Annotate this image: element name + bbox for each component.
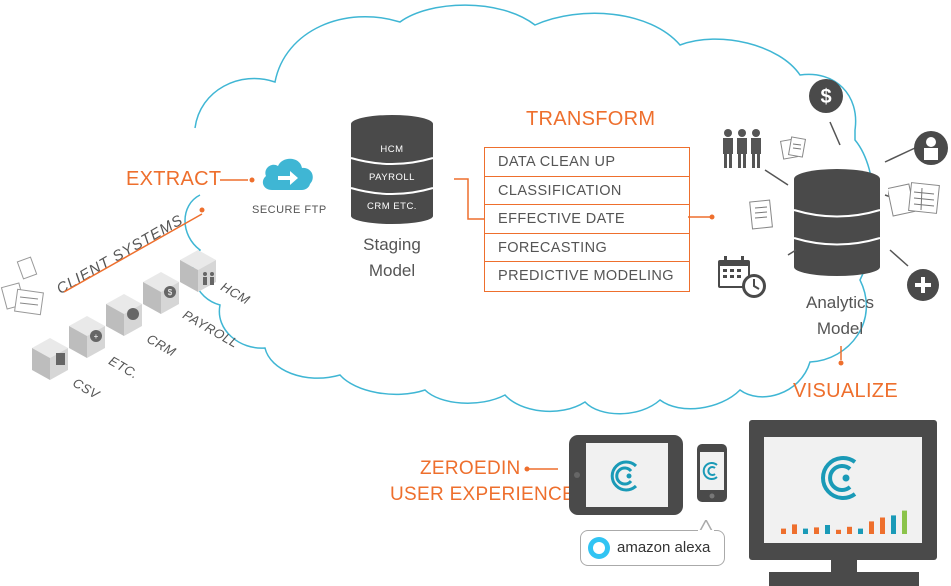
monitor-bar-chart bbox=[781, 510, 907, 534]
chart-bar bbox=[803, 528, 808, 534]
staging-db-payroll: PAYROLL bbox=[369, 172, 415, 183]
transform-step: PREDICTIVE MODELING bbox=[498, 268, 674, 285]
client-systems-connector bbox=[63, 207, 205, 293]
svg-text:$: $ bbox=[168, 288, 173, 297]
staging-database-icon bbox=[350, 115, 434, 224]
analytics-database-icon bbox=[793, 169, 881, 276]
transform-step: CLASSIFICATION bbox=[485, 177, 689, 206]
dollar-icon: $ bbox=[809, 79, 843, 113]
analytics-model-label: Analytics Model bbox=[805, 293, 875, 338]
chart-bar bbox=[825, 525, 830, 534]
staging-db-hcm: HCM bbox=[380, 144, 404, 155]
phone-icon bbox=[697, 444, 727, 502]
transform-step: EFFECTIVE DATE bbox=[485, 205, 689, 234]
chart-bar bbox=[880, 517, 885, 534]
visualize-label: VISUALIZE bbox=[793, 380, 898, 402]
client-documents-icon bbox=[0, 256, 44, 316]
spreadsheet-icon bbox=[888, 182, 940, 217]
cloud-upload-icon bbox=[262, 158, 313, 190]
user-experience-label: USER EXPERIENCE bbox=[390, 484, 576, 505]
chart-bar bbox=[792, 524, 797, 534]
chart-bar bbox=[869, 521, 874, 534]
zeroedin-label: ZEROEDIN bbox=[420, 458, 521, 479]
secure-ftp-label: SECURE FTP bbox=[252, 204, 327, 216]
documents-icon bbox=[780, 136, 807, 160]
transform-label: TRANSFORM bbox=[526, 108, 656, 130]
chart-bar bbox=[858, 528, 863, 534]
monitor-icon bbox=[749, 420, 937, 586]
transform-arrow bbox=[688, 214, 715, 220]
svg-text:+: + bbox=[94, 332, 99, 341]
chart-bar bbox=[902, 510, 907, 534]
people-icon bbox=[723, 129, 761, 168]
ux-arrow bbox=[524, 466, 558, 472]
alexa-badge: amazon alexa bbox=[580, 530, 725, 566]
staging-db-crm: CRM ETC. bbox=[367, 201, 417, 212]
chart-bar bbox=[891, 515, 896, 534]
svg-text:$: $ bbox=[820, 86, 831, 108]
transform-step: DATA CLEAN UP bbox=[485, 148, 689, 177]
chart-bar bbox=[781, 528, 786, 534]
extract-arrow bbox=[220, 177, 255, 183]
chart-bar bbox=[814, 527, 819, 534]
client-cubes: $+ bbox=[32, 250, 216, 380]
staging-connector bbox=[454, 178, 484, 220]
visualize-arrow bbox=[838, 346, 844, 366]
user-icon bbox=[914, 131, 948, 165]
chart-bar bbox=[847, 526, 852, 534]
alexa-label: amazon alexa bbox=[617, 539, 711, 556]
transform-steps-box: DATA CLEAN UP CLASSIFICATION EFFECTIVE D… bbox=[484, 147, 690, 292]
staging-model-label: Staging Model bbox=[363, 235, 421, 280]
calendar-clock-icon bbox=[718, 256, 766, 298]
chart-bar bbox=[836, 529, 841, 534]
alexa-bubble-tail bbox=[698, 520, 714, 532]
alexa-icon bbox=[588, 537, 610, 559]
plus-icon bbox=[907, 269, 939, 301]
transform-step: FORECASTING bbox=[485, 234, 689, 263]
document-icon bbox=[749, 199, 773, 230]
extract-label: EXTRACT bbox=[126, 168, 222, 190]
tablet-icon bbox=[569, 435, 683, 515]
